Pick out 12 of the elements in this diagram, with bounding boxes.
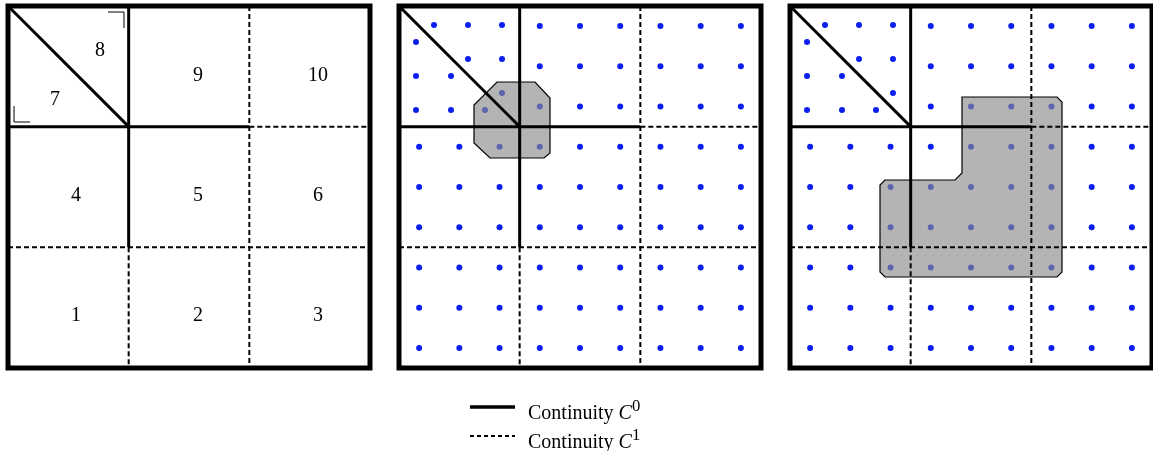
patch-number: 8 — [95, 39, 105, 59]
patch-number: 6 — [313, 184, 323, 204]
patch-number: 4 — [71, 184, 81, 204]
patch-number: 3 — [313, 304, 323, 324]
patch-number: 9 — [193, 64, 203, 84]
patch-number: 1 — [71, 304, 81, 324]
patch-number: 10 — [308, 64, 328, 84]
legend-text: Continuity C$^{1}$ — [528, 424, 641, 451]
patch-number: 2 — [193, 304, 203, 324]
legend-text: Continuity C$^{0}$ — [528, 395, 641, 423]
patch-number: 5 — [193, 184, 203, 204]
patch-number: 7 — [50, 88, 60, 108]
